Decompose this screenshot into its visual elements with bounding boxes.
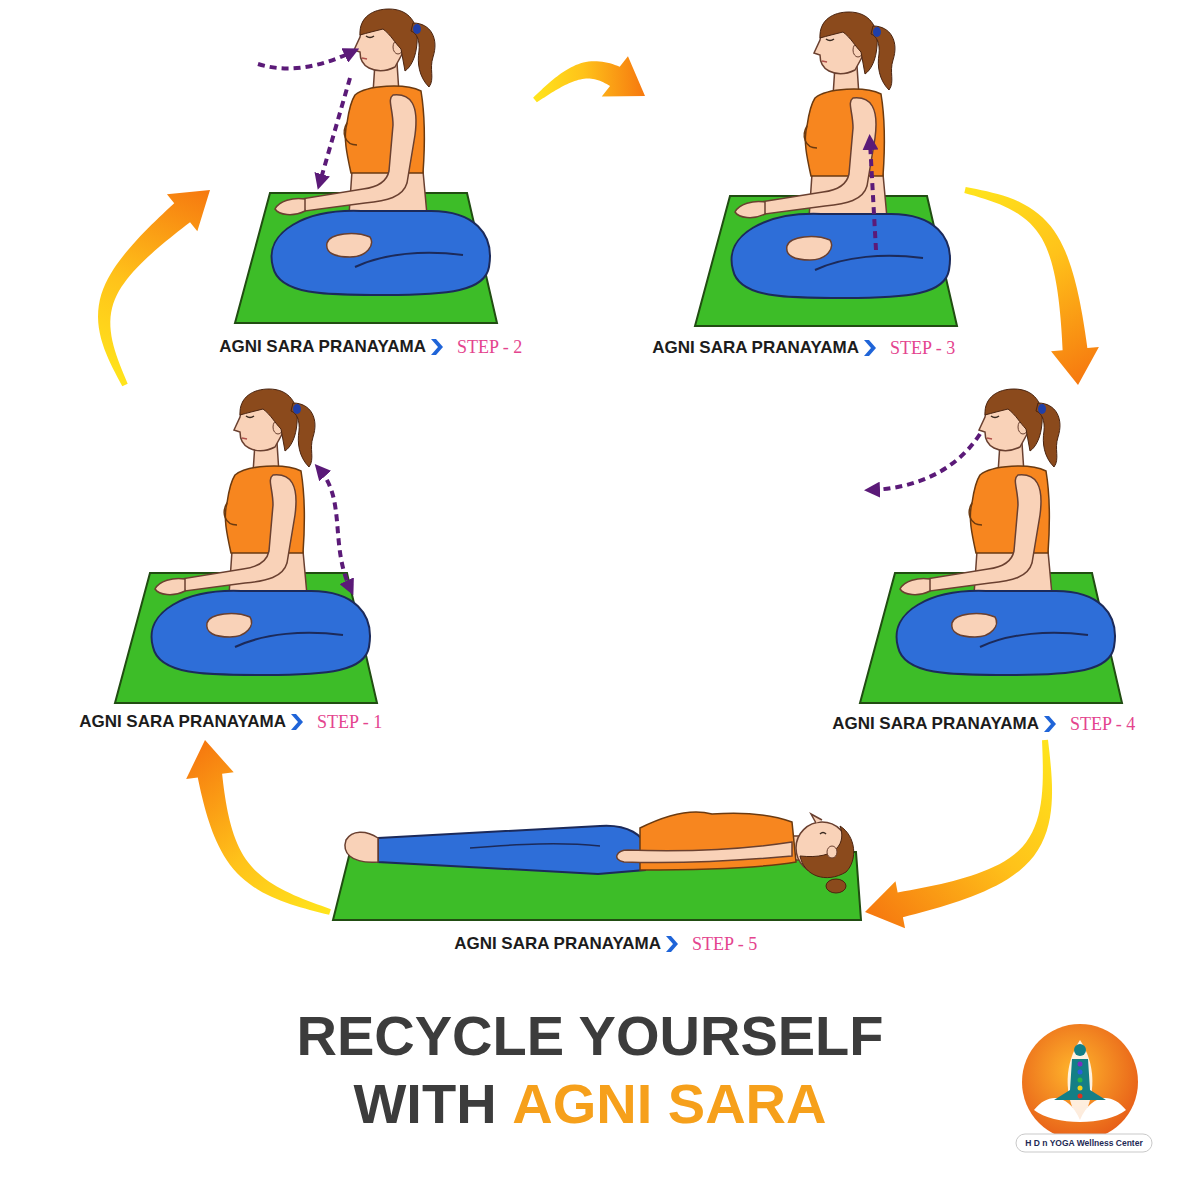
caption-chevrons [291, 339, 1056, 952]
cycle-arrow [865, 740, 1052, 929]
breath-arrow [320, 78, 350, 182]
step-1-figure [115, 389, 377, 703]
step-panel: AGNI SARA PRANAYAMA STEP - 1 [60, 385, 400, 740]
breath-arrow [870, 142, 876, 250]
logo [1016, 1024, 1152, 1152]
leg-line [470, 844, 600, 848]
chevron [431, 339, 443, 355]
lotus-petals [1034, 1098, 1126, 1122]
chevron [864, 340, 876, 356]
arm [617, 842, 792, 863]
chevron [666, 936, 678, 952]
nose [811, 814, 822, 823]
caption-row: AGNI SARA PRANAYAMA STEP - 3 [652, 337, 955, 359]
logo-band [1016, 1134, 1152, 1152]
logo-text: H D n YOGA Wellness Center [1025, 1134, 1142, 1152]
chakra-dot [1078, 1078, 1083, 1083]
step-number: STEP - 4 [1070, 713, 1135, 735]
hair-bun [826, 879, 846, 893]
step-caption: AGNI SARA PRANAYAMA [832, 713, 1039, 735]
caption-row: AGNI SARA PRANAYAMA STEP - 4 [832, 713, 1135, 735]
cycle-arrow [964, 187, 1099, 385]
hair [800, 826, 854, 878]
breath-arrow [872, 434, 980, 490]
step-panel: AGNI SARA PRANAYAMA STEP - 5 [330, 800, 865, 960]
label-holder: H D n YOGA Wellness Center [1016, 1134, 1152, 1152]
cycle-arrow [533, 56, 645, 102]
step-number: STEP - 5 [692, 933, 757, 955]
title-highlight: AGNI SARA [512, 1072, 826, 1135]
feet [345, 832, 378, 862]
cycle-arrow [186, 740, 331, 915]
step-4-figure [860, 389, 1122, 703]
breath-arrows [258, 52, 980, 588]
logo-disc [1022, 1024, 1138, 1140]
chevron [1044, 716, 1056, 732]
figure-body [1054, 1059, 1106, 1100]
cycle-arrow [98, 190, 210, 386]
caption-row: AGNI SARA PRANAYAMA STEP - 5 [454, 933, 757, 955]
step-number: STEP - 1 [317, 711, 382, 733]
chakra-dot [1078, 1062, 1083, 1067]
step-number: STEP - 3 [890, 337, 955, 359]
caption-row: AGNI SARA PRANAYAMA STEP - 1 [79, 711, 382, 733]
lying-figure [333, 812, 861, 920]
chakra-dot [1078, 1094, 1083, 1099]
step-panel: AGNI SARA PRANAYAMA STEP - 2 [210, 4, 535, 365]
legs [378, 826, 645, 874]
closed-eye [820, 833, 826, 835]
chevron [291, 714, 303, 730]
step-caption: AGNI SARA PRANAYAMA [79, 711, 286, 733]
breath-arrow [258, 52, 352, 68]
step-caption: AGNI SARA PRANAYAMA [454, 933, 661, 955]
step-2-figure [235, 9, 497, 323]
title-block: RECYCLE YOURSELF WITHAGNI SARA [250, 1002, 930, 1138]
caption-row: AGNI SARA PRANAYAMA STEP - 2 [219, 336, 522, 358]
step-3-figure [695, 12, 957, 326]
figure-head [1074, 1044, 1086, 1056]
step-caption: AGNI SARA PRANAYAMA [652, 337, 859, 359]
step-number: STEP - 2 [457, 336, 522, 358]
breath-arrow [320, 470, 350, 588]
step-panel: AGNI SARA PRANAYAMA STEP - 3 [645, 4, 965, 366]
chakra-dot [1078, 1086, 1083, 1091]
chakra-dot [1078, 1070, 1083, 1075]
step-panel: AGNI SARA PRANAYAMA STEP - 4 [820, 385, 1150, 740]
ear [827, 846, 837, 858]
step-caption: AGNI SARA PRANAYAMA [219, 336, 426, 358]
